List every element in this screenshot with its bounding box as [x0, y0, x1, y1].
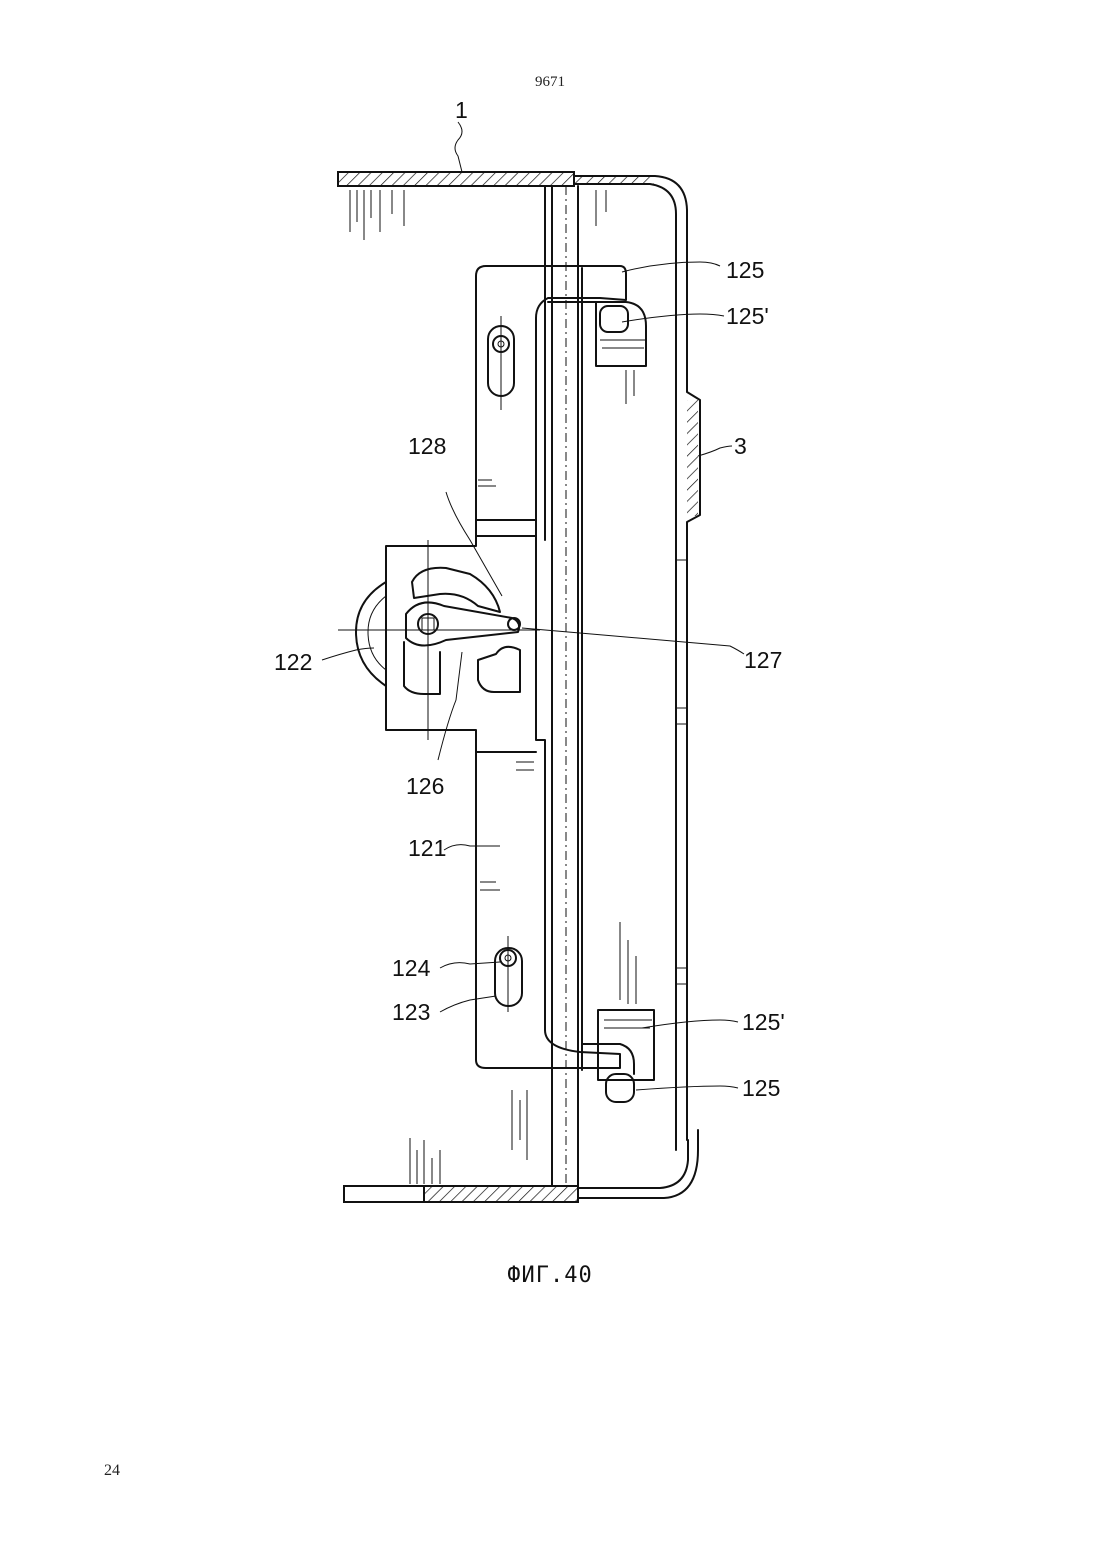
upper-slot	[488, 316, 514, 410]
hook-bottom	[582, 922, 654, 1102]
top-wall	[338, 172, 687, 240]
label-hook-top: 125	[726, 257, 764, 283]
label-wall: 1	[455, 97, 468, 123]
frame-rails	[545, 186, 582, 1186]
cam-mechanism	[404, 568, 520, 694]
label-pivot-lever: 126	[406, 773, 444, 799]
door-panel	[676, 228, 700, 1150]
bottom-wall	[344, 1090, 698, 1202]
lower-slot	[495, 936, 522, 1012]
label-bolt: 124	[392, 955, 431, 981]
label-hook-bottom: 125	[742, 1075, 780, 1101]
label-door-panel: 3	[734, 433, 747, 459]
label-hook-top-prime: 125'	[726, 303, 769, 329]
label-slot: 123	[392, 999, 430, 1025]
page-number: 24	[104, 1462, 120, 1480]
label-cam: 128	[408, 433, 446, 459]
roller-122	[338, 540, 540, 740]
figure-caption: ФИГ.40	[0, 1263, 1100, 1288]
label-hook-bottom-prime: 125'	[742, 1009, 785, 1035]
label-plate: 121	[408, 835, 446, 861]
label-roller: 122	[274, 649, 312, 675]
hook-top	[548, 302, 646, 404]
label-pin: 127	[744, 647, 782, 673]
